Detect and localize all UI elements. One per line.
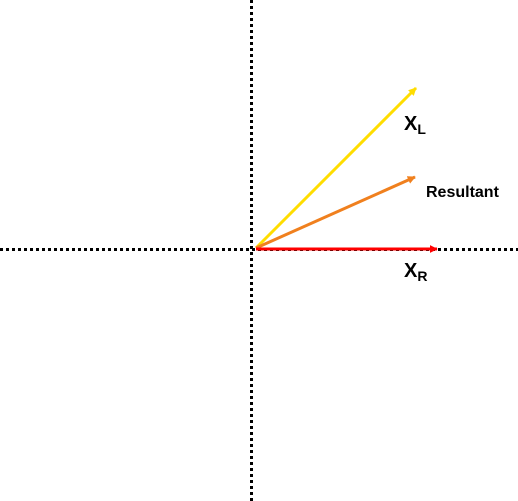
resultant-label: Resultant [426,184,500,201]
xl-label-main: X [404,113,418,135]
xl-label: XL [404,113,426,137]
xr-label-main: X [404,260,418,282]
xl-vector-arrow [254,86,418,250]
xl-label-subscript: L [417,121,426,137]
resultant-vector-arrow [255,175,416,250]
xr-label: XR [404,260,427,284]
xr-label-subscript: R [417,268,427,284]
